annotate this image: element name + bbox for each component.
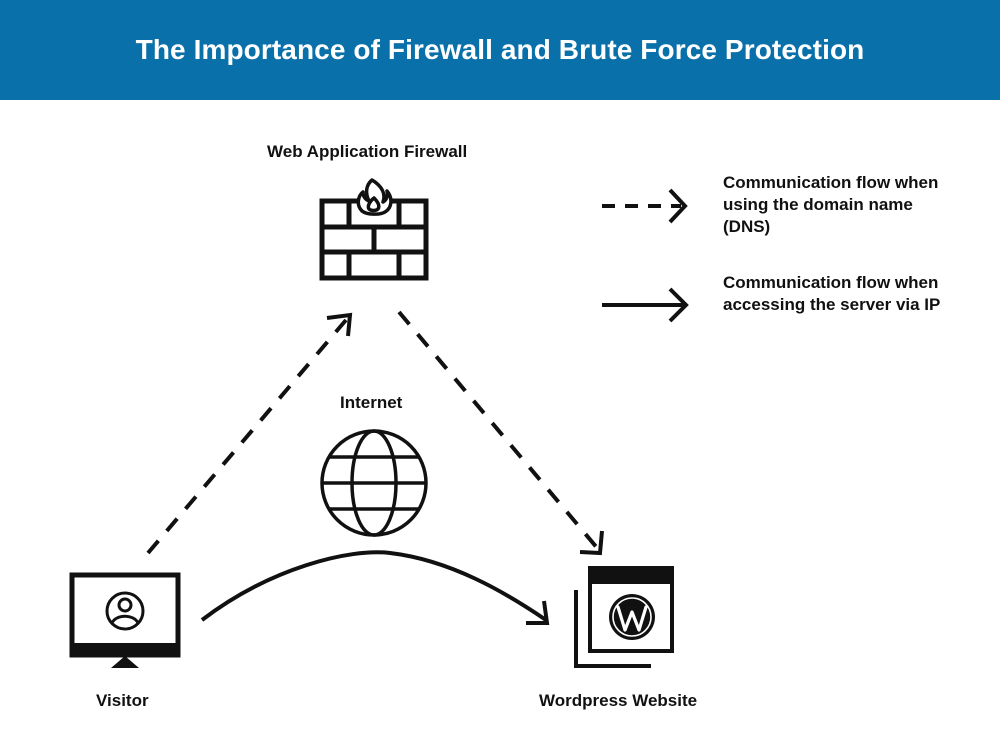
- globe-icon: [320, 429, 428, 537]
- wordpress-browser-window-icon: [574, 566, 674, 668]
- dashed-arrow-firewall-to-website: [397, 310, 604, 556]
- website-label: Wordpress Website: [539, 691, 698, 710]
- wordpress-logo-icon: [609, 594, 655, 640]
- internet-label: Internet: [340, 393, 403, 412]
- flame-icon: [356, 178, 393, 216]
- legend-solid-arrow: [602, 287, 689, 323]
- header-banner: The Importance of Firewall and Brute For…: [0, 0, 1000, 100]
- user-avatar-icon: [105, 591, 145, 631]
- legend-solid-text: Communication flow when accessing the se…: [723, 273, 941, 314]
- legend-dashed-arrow: [602, 188, 688, 224]
- monitor-user-icon: [69, 572, 181, 668]
- dashed-arrow-visitor-to-firewall: [146, 312, 353, 555]
- solid-arrow-visitor-to-website: [200, 550, 550, 625]
- page-title: The Importance of Firewall and Brute For…: [135, 34, 865, 65]
- firewall-brick-wall-icon: [319, 198, 429, 281]
- firewall-label: Web Application Firewall: [267, 142, 468, 161]
- legend-dashed-text: Communication flow when using the domain…: [723, 173, 939, 236]
- visitor-label: Visitor: [96, 691, 149, 710]
